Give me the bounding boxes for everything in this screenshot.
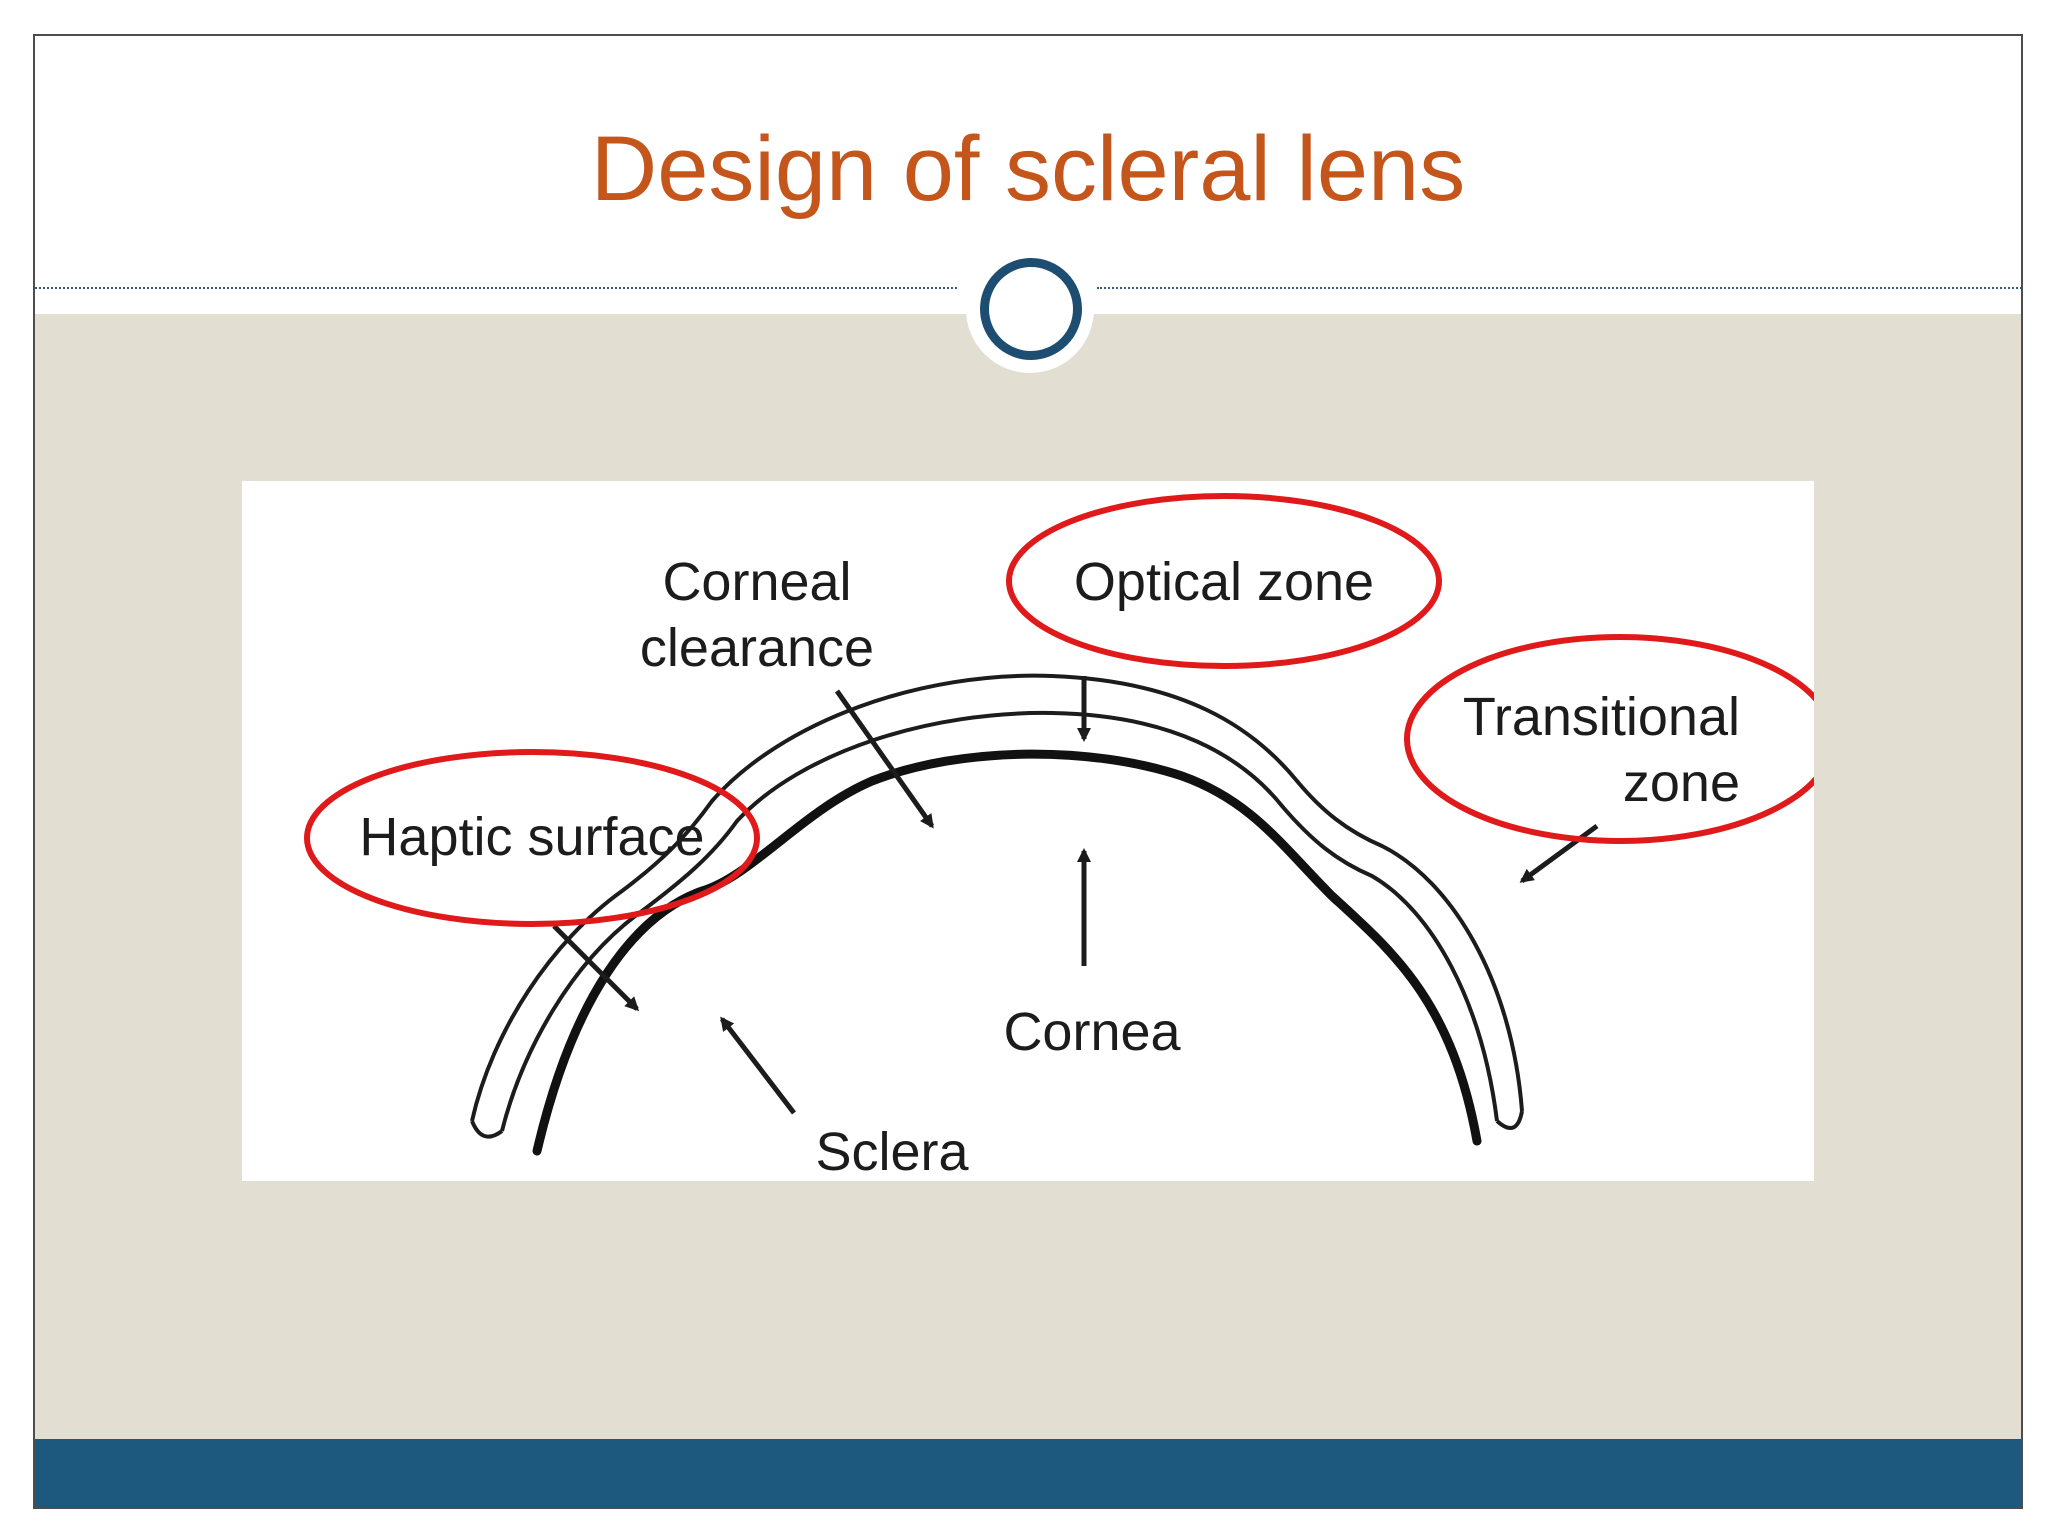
- scleral-lens-diagram: Corneal clearance Optical zone Transitio…: [242, 481, 1814, 1182]
- label-corneal-clearance-line2: clearance: [639, 618, 875, 678]
- label-cornea: Cornea: [1003, 1002, 1181, 1062]
- highlight-ellipse-haptic-surface: [304, 749, 760, 927]
- arrow-corneal-clearance: [834, 689, 935, 829]
- lens-outer-curve: [470, 673, 1524, 1122]
- slide: Design of scleral lens: [33, 34, 2023, 1509]
- title-divider-right: [1097, 287, 2021, 289]
- label-corneal-clearance-line1: Corneal: [662, 552, 852, 612]
- lens-left-edge: [470, 1120, 504, 1139]
- arrow-transitional-zone: [1519, 823, 1599, 884]
- label-transitional-zone-line2: zone: [1622, 753, 1740, 813]
- eye-surface-curve: [532, 749, 1482, 1156]
- circle-ornament-icon: [980, 258, 1082, 360]
- arrow-haptic-surface: [552, 924, 640, 1012]
- slide-title: Design of scleral lens: [590, 118, 1466, 220]
- title-divider-left: [35, 287, 957, 289]
- highlight-ellipse-transitional-zone: [1404, 634, 1814, 844]
- highlight-ellipse-optical-zone: [1006, 493, 1442, 669]
- label-haptic-surface: Haptic surface: [359, 807, 705, 867]
- label-transitional-zone-line1: Transitional: [1462, 687, 1740, 747]
- arrow-sclera: [720, 1016, 796, 1115]
- diagram-drawing: [304, 493, 1814, 1156]
- label-corneal-clearance: Corneal clearance: [592, 549, 922, 681]
- label-sclera: Sclera: [815, 1122, 969, 1182]
- label-optical-zone: Optical zone: [1073, 552, 1375, 612]
- footer-bar: [35, 1439, 2021, 1507]
- lens-right-edge: [1495, 1110, 1524, 1131]
- label-transitional-zone: Transitional zone: [1422, 684, 1740, 816]
